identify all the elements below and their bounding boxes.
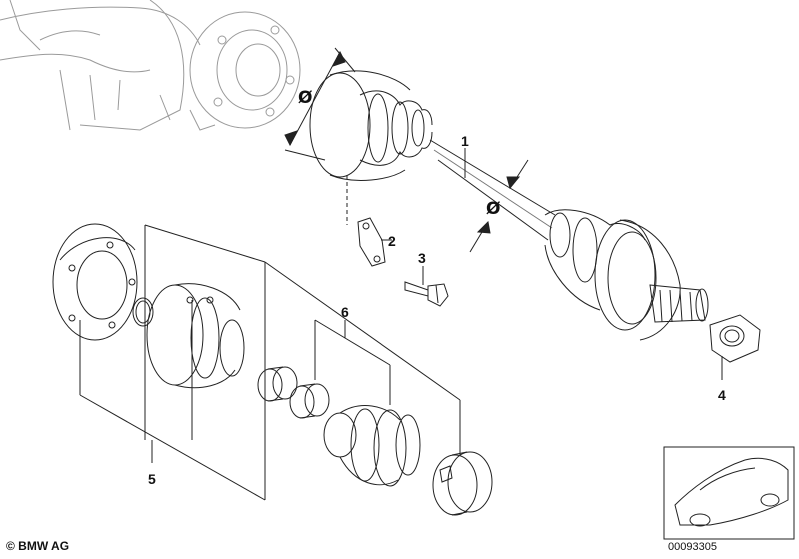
large-clamp bbox=[432, 451, 493, 516]
small-clamp-2 bbox=[289, 383, 330, 419]
callout-4: 4 bbox=[718, 387, 726, 403]
callout-2: 2 bbox=[388, 233, 396, 249]
callout-5: 5 bbox=[148, 471, 156, 487]
differential-housing-sketch bbox=[0, 0, 301, 131]
collar-nut bbox=[709, 314, 761, 380]
diameter-marker-shaft bbox=[469, 159, 529, 253]
diameter-marker-inner bbox=[284, 47, 356, 161]
vehicle-thumbnail bbox=[663, 446, 795, 540]
rubber-boot bbox=[323, 405, 421, 487]
inner-joint-housing bbox=[146, 283, 245, 389]
joint-flange bbox=[52, 223, 138, 341]
hex-bolt bbox=[404, 281, 449, 307]
diagram-part-number: 00093305 bbox=[668, 541, 717, 553]
retaining-plate bbox=[346, 175, 386, 267]
diameter-symbol-inner: Ø bbox=[298, 88, 312, 108]
small-clamp-1 bbox=[257, 366, 298, 402]
diameter-symbol-shaft: Ø bbox=[486, 199, 500, 219]
copyright-label: © BMW AG bbox=[6, 539, 70, 553]
bracket-5 bbox=[79, 224, 266, 501]
drive-shaft bbox=[309, 70, 709, 341]
callout-1: 1 bbox=[461, 133, 469, 149]
bracket-6 bbox=[264, 261, 461, 455]
callout-3: 3 bbox=[418, 250, 426, 266]
callout-6: 6 bbox=[341, 304, 349, 320]
